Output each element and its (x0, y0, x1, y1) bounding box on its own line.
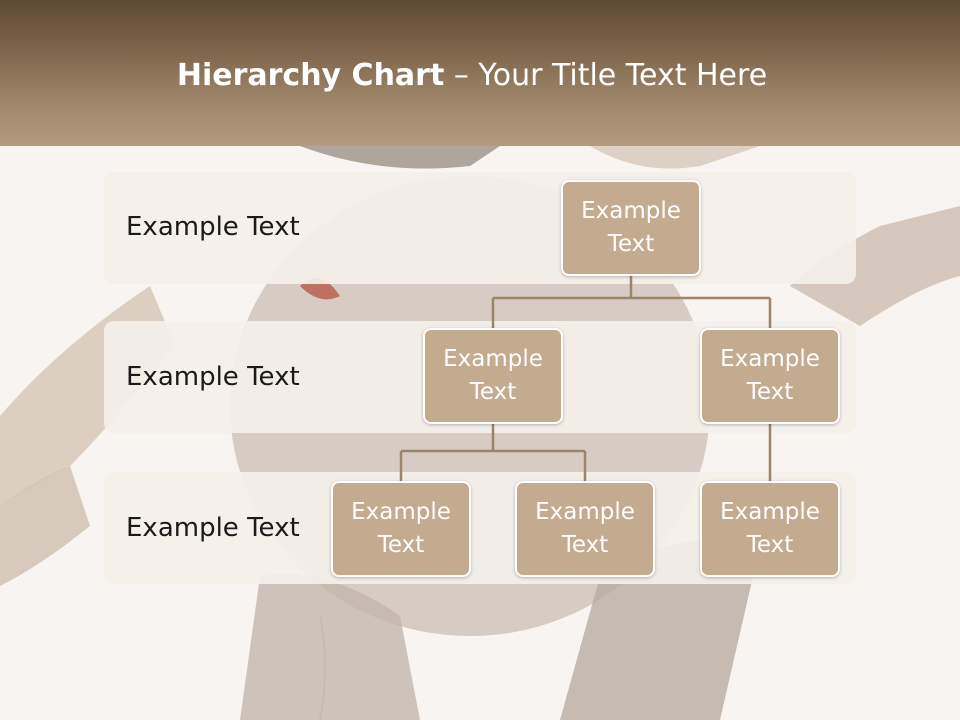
node-level2-left[interactable]: Example Text (423, 328, 563, 424)
title-bold-part: Hierarchy Chart (176, 58, 445, 93)
title-regular-part: – Your Title Text Here (444, 58, 768, 93)
level-label-1: Example Text (126, 212, 300, 242)
node-level2-right[interactable]: Example Text (700, 328, 840, 424)
level-label-3: Example Text (126, 513, 300, 543)
level-band-1: Example Text (104, 172, 856, 284)
slide-title: Hierarchy Chart – Your Title Text Here (0, 54, 944, 98)
node-level3-b[interactable]: Example Text (515, 481, 655, 577)
node-root[interactable]: Example Text (561, 180, 701, 276)
node-level3-c[interactable]: Example Text (700, 481, 840, 577)
node-level3-a[interactable]: Example Text (331, 481, 471, 577)
title-bar: Hierarchy Chart – Your Title Text Here (0, 0, 960, 146)
level-label-2: Example Text (126, 362, 300, 392)
